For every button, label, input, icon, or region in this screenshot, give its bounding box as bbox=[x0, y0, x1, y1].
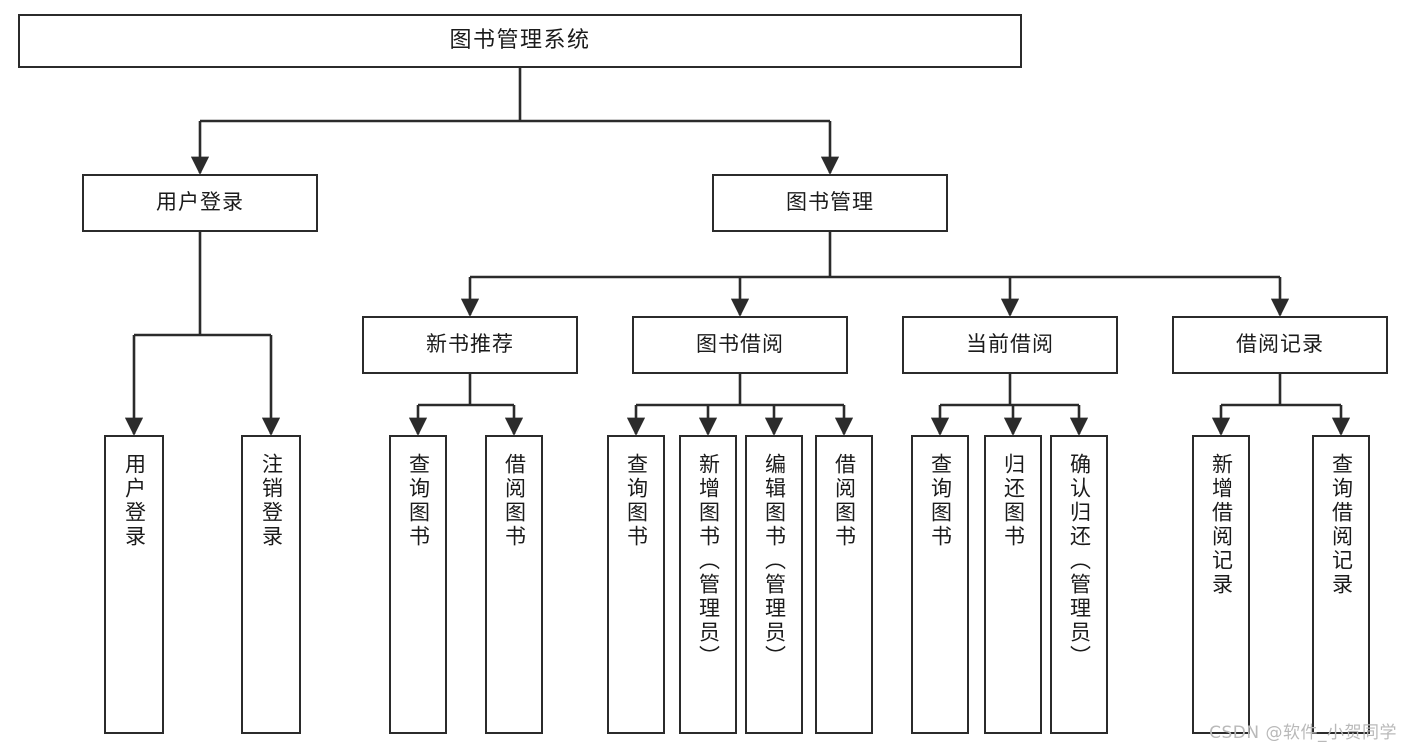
node-user-login[interactable]: 用户登录 bbox=[82, 174, 318, 232]
node-leaf-add-borrow-record[interactable]: 新增借阅记录 bbox=[1192, 435, 1250, 734]
node-leaf-return-book-label: 归还图书 bbox=[1001, 453, 1026, 549]
node-leaf-confirm-return-label: 确认归还（管理员） bbox=[1067, 453, 1092, 669]
node-leaf-edit-book[interactable]: 编辑图书（管理员） bbox=[745, 435, 803, 734]
node-leaf-query-book-2-label: 查询图书 bbox=[624, 453, 649, 549]
node-book-manage-label: 图书管理 bbox=[786, 190, 874, 215]
node-book-borrow[interactable]: 图书借阅 bbox=[632, 316, 848, 374]
node-current-borrow[interactable]: 当前借阅 bbox=[902, 316, 1118, 374]
node-book-manage[interactable]: 图书管理 bbox=[712, 174, 948, 232]
node-leaf-edit-book-label: 编辑图书（管理员） bbox=[762, 453, 787, 669]
watermark: CSDN @软件_小贺同学 bbox=[1209, 723, 1397, 743]
node-leaf-query-book-2[interactable]: 查询图书 bbox=[607, 435, 665, 734]
node-leaf-query-book-3[interactable]: 查询图书 bbox=[911, 435, 969, 734]
node-leaf-query-borrow-record[interactable]: 查询借阅记录 bbox=[1312, 435, 1370, 734]
node-borrow-record-label: 借阅记录 bbox=[1236, 332, 1324, 357]
node-leaf-borrow-book-1[interactable]: 借阅图书 bbox=[485, 435, 543, 734]
node-leaf-user-logout[interactable]: 注销登录 bbox=[241, 435, 301, 734]
node-new-book-recommend[interactable]: 新书推荐 bbox=[362, 316, 578, 374]
node-leaf-query-book-1-label: 查询图书 bbox=[406, 453, 431, 549]
node-leaf-borrow-book-2-label: 借阅图书 bbox=[832, 453, 857, 549]
node-leaf-user-logout-label: 注销登录 bbox=[259, 453, 284, 549]
node-leaf-add-book-label: 新增图书（管理员） bbox=[696, 453, 721, 669]
node-leaf-user-login-label: 用户登录 bbox=[122, 453, 147, 549]
node-leaf-return-book[interactable]: 归还图书 bbox=[984, 435, 1042, 734]
node-root-label: 图书管理系统 bbox=[449, 27, 591, 53]
node-leaf-add-book[interactable]: 新增图书（管理员） bbox=[679, 435, 737, 734]
node-leaf-confirm-return[interactable]: 确认归还（管理员） bbox=[1050, 435, 1108, 734]
node-leaf-borrow-book-1-label: 借阅图书 bbox=[502, 453, 527, 549]
node-leaf-query-book-3-label: 查询图书 bbox=[928, 453, 953, 549]
node-leaf-borrow-book-2[interactable]: 借阅图书 bbox=[815, 435, 873, 734]
node-new-book-recommend-label: 新书推荐 bbox=[426, 332, 514, 357]
node-leaf-add-borrow-record-label: 新增借阅记录 bbox=[1209, 453, 1234, 597]
node-borrow-record[interactable]: 借阅记录 bbox=[1172, 316, 1388, 374]
node-leaf-query-book-1[interactable]: 查询图书 bbox=[389, 435, 447, 734]
node-current-borrow-label: 当前借阅 bbox=[966, 332, 1054, 357]
node-leaf-query-borrow-record-label: 查询借阅记录 bbox=[1329, 453, 1354, 597]
node-root[interactable]: 图书管理系统 bbox=[18, 14, 1022, 68]
node-book-borrow-label: 图书借阅 bbox=[696, 332, 784, 357]
node-leaf-user-login[interactable]: 用户登录 bbox=[104, 435, 164, 734]
node-user-login-label: 用户登录 bbox=[156, 190, 244, 215]
